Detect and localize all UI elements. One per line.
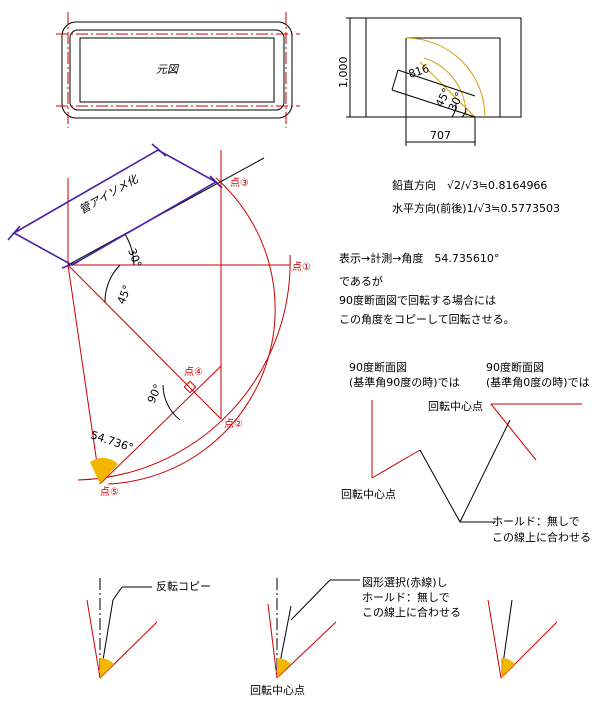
angle-arc-90 bbox=[162, 384, 181, 421]
point-3-label: 点③ bbox=[230, 177, 249, 189]
point-5-label: 点⑤ bbox=[100, 486, 119, 498]
right-head-1: 90度断面図 bbox=[486, 360, 544, 374]
red-line bbox=[487, 599, 502, 679]
center-label-left: 回転中心点 bbox=[341, 488, 396, 501]
leader-line bbox=[290, 579, 331, 621]
angle-arc-45 bbox=[104, 264, 121, 303]
right-rotated bbox=[490, 403, 537, 461]
hold-line-left bbox=[419, 449, 461, 523]
dimension-vertical-label: 1,000 bbox=[337, 57, 350, 89]
left-head-2: (基準角90度の時)では bbox=[349, 375, 460, 389]
note-line-4: この角度をコピーして回転させる。 bbox=[339, 312, 515, 326]
sketch-diagonal bbox=[397, 69, 476, 97]
right-head-2: (基準角0度の時)では bbox=[486, 375, 590, 389]
diagonal-45 bbox=[67, 264, 222, 420]
select-label-3: この線上に合わせる bbox=[362, 605, 461, 619]
red-line bbox=[267, 603, 278, 679]
pipe-outline-inner bbox=[69, 29, 285, 111]
angle-wedge bbox=[277, 658, 291, 678]
point-2-label: 点② bbox=[224, 418, 243, 430]
hold-label-2: この線上に合わせる bbox=[492, 530, 591, 544]
iso-pipe-rectangle bbox=[12, 149, 218, 266]
red-line bbox=[500, 621, 558, 679]
note-line-3: 90度断面図で回転する場合には bbox=[339, 293, 496, 307]
formula-horizontal: 水平方向(前後)1/√3≒0.5773503 bbox=[392, 201, 560, 215]
angle-45-label: 45° bbox=[115, 283, 134, 306]
sketch-diagonal bbox=[391, 69, 399, 91]
angle-arc bbox=[461, 107, 467, 118]
angle-90-label: 90° bbox=[145, 382, 165, 405]
hold-label-1: ホールド：無しで bbox=[492, 514, 580, 528]
angle-wedge bbox=[100, 658, 114, 678]
dimension-bottom-label: 707 bbox=[430, 129, 451, 142]
red-line bbox=[86, 599, 101, 679]
angle-wedge bbox=[501, 658, 515, 678]
left-rotated bbox=[371, 449, 421, 479]
pipe-outline-outer bbox=[61, 21, 293, 119]
line-to-p5 bbox=[67, 264, 101, 485]
point-1-label: 点① bbox=[292, 261, 311, 273]
red-line bbox=[99, 621, 158, 679]
section-diagrams: 90度断面図 (基準角90度の時)では 90度断面図 (基準角0度の時)では 回… bbox=[341, 360, 591, 544]
construction-arc-large bbox=[77, 254, 291, 481]
bottom-diagrams: 反転コピー 図形選択(赤線)し ホールド：無しで この線上に合わせる 回転中心点 bbox=[86, 575, 558, 697]
end-tick bbox=[209, 175, 223, 189]
note-line-2: であるが bbox=[339, 274, 383, 288]
left-head-1: 90度断面図 bbox=[349, 360, 407, 374]
hold-line-right bbox=[459, 419, 511, 523]
select-label-2: ホールド：無しで bbox=[362, 590, 450, 604]
copy-label: 反転コピー bbox=[156, 580, 211, 593]
angle-arc bbox=[451, 102, 457, 118]
line-p5-p4 bbox=[99, 365, 222, 485]
original-figure: 元図 bbox=[56, 12, 300, 128]
formula-vertical: 鉛直方向 √2/√3≒0.8164966 bbox=[392, 178, 547, 192]
end-tick bbox=[151, 143, 167, 157]
center-label-right: 回転中心点 bbox=[428, 400, 483, 413]
sketch-arc-line bbox=[419, 61, 476, 118]
original-figure-title: 元図 bbox=[156, 63, 180, 76]
leader-line bbox=[112, 586, 123, 601]
end-tick bbox=[61, 261, 79, 269]
dimension-sketch: 1,000 816 707 45° 30° bbox=[337, 17, 522, 146]
sketch-arc bbox=[405, 37, 486, 118]
point-4-label: 点④ bbox=[184, 366, 203, 378]
construction-arc-outer bbox=[107, 177, 276, 485]
note-line-1: 表示→計測→角度 54.735610° bbox=[339, 251, 499, 265]
sketch-frame bbox=[365, 17, 522, 118]
select-label-1: 図形選択(赤線)し bbox=[362, 575, 448, 589]
isometric-construction: 管アイソメ化 30° 45° 90° 54.736° 点③ 点① 点④ 点② 点… bbox=[7, 143, 311, 498]
red-line bbox=[276, 621, 337, 679]
sketch-diagonal bbox=[391, 89, 476, 118]
angle-wedge bbox=[90, 457, 118, 484]
pipe-outline-core bbox=[79, 37, 275, 103]
end-tick bbox=[7, 225, 21, 241]
angle-main-label: 54.736° bbox=[89, 428, 135, 454]
angle-30-label: 30° bbox=[125, 247, 144, 270]
bottom-center-label: 回転中心点 bbox=[250, 684, 305, 697]
dimension-diagonal-label: 816 bbox=[407, 62, 431, 81]
right-angle-mark bbox=[183, 380, 197, 394]
